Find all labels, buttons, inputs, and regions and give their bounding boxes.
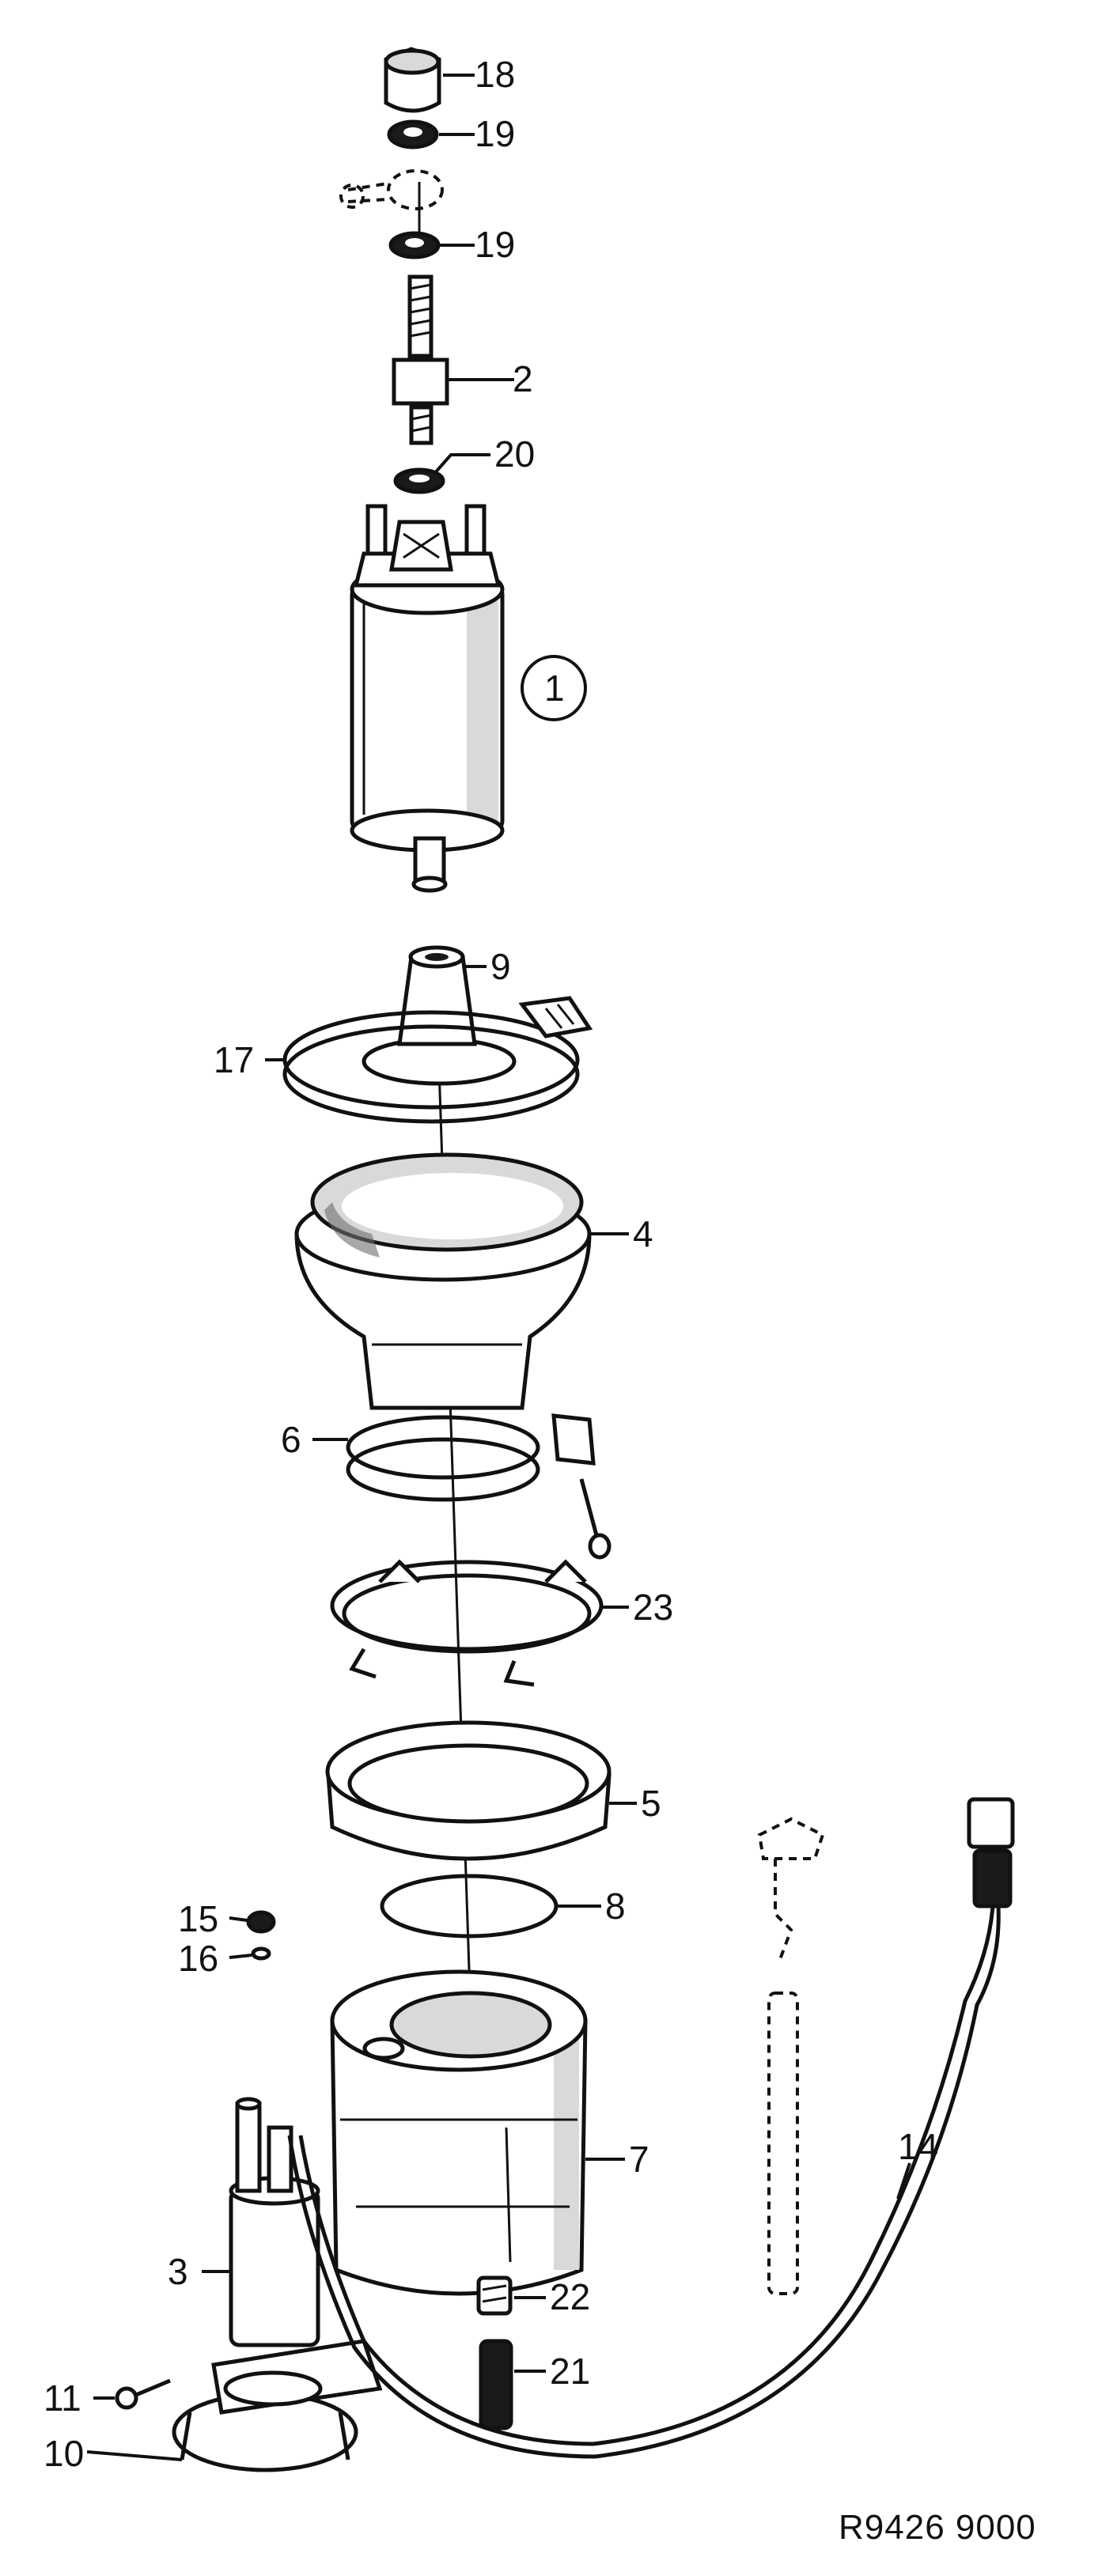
label-17: 17 xyxy=(214,1039,254,1080)
leader-20 xyxy=(432,453,490,476)
part-4-rubber-sleeve xyxy=(294,1152,592,1410)
part-sender-unit-dashed xyxy=(757,1817,825,2295)
part-19-washer-lower xyxy=(388,231,441,259)
label-11: 11 xyxy=(44,2377,81,2419)
label-4: 4 xyxy=(633,1213,653,1254)
label-21: 21 xyxy=(550,2351,590,2392)
label-23: 23 xyxy=(633,1587,673,1628)
label-5: 5 xyxy=(641,1783,661,1824)
part-10-base-bracket xyxy=(172,2339,383,2472)
part-banjo-fitting-dashed xyxy=(339,169,444,210)
label-6: 6 xyxy=(281,1419,301,1460)
label-7: 7 xyxy=(629,2139,649,2180)
label-10: 10 xyxy=(44,2433,84,2474)
part-18-cap-nut xyxy=(384,47,441,113)
part-5-seal-ring xyxy=(325,1720,612,1861)
part-6-clamp-ring xyxy=(346,1413,612,1560)
part-17-hose-clamp xyxy=(282,996,593,1124)
part-1-callout-circle xyxy=(521,655,587,721)
label-2: 2 xyxy=(513,358,533,399)
part-3-in-tank-pump xyxy=(229,2097,320,2347)
part-21-rubber-tube xyxy=(479,2339,513,2430)
part-16-washer xyxy=(251,1946,271,1961)
label-8: 8 xyxy=(605,1886,626,1927)
label-20: 20 xyxy=(494,433,535,475)
label-1: 1 xyxy=(544,668,565,709)
part-9-funnel xyxy=(362,945,517,1086)
part-23-retaining-ring xyxy=(330,1559,604,1687)
part-8-o-ring xyxy=(380,1874,558,1939)
part-1-fuel-pump xyxy=(350,504,505,893)
part-15-nut xyxy=(246,1910,276,1934)
label-3: 3 xyxy=(168,2251,188,2292)
part-19-washer-upper xyxy=(387,119,439,149)
part-14-wiring-harness xyxy=(287,1797,1015,2459)
label-15: 15 xyxy=(178,1898,218,1939)
label-19-lower: 19 xyxy=(475,224,515,265)
leader-16 xyxy=(229,1954,252,1959)
leader-15 xyxy=(229,1916,248,1922)
part-20-seal-ring xyxy=(393,467,445,494)
leader-10 xyxy=(86,2450,183,2461)
part-22-sleeve xyxy=(476,2275,513,2316)
leader-14 xyxy=(896,2162,911,2200)
label-19-upper: 19 xyxy=(475,113,515,154)
label-9: 9 xyxy=(490,946,511,987)
part-11-screw xyxy=(115,2378,171,2410)
label-14: 14 xyxy=(898,2126,938,2167)
part-2-check-valve xyxy=(392,274,449,445)
figure-code: R9426 9000 xyxy=(839,2508,1036,2547)
label-16: 16 xyxy=(178,1938,218,1979)
part-7-housing xyxy=(330,1969,588,2296)
label-22: 22 xyxy=(550,2276,590,2317)
label-18: 18 xyxy=(475,54,515,95)
